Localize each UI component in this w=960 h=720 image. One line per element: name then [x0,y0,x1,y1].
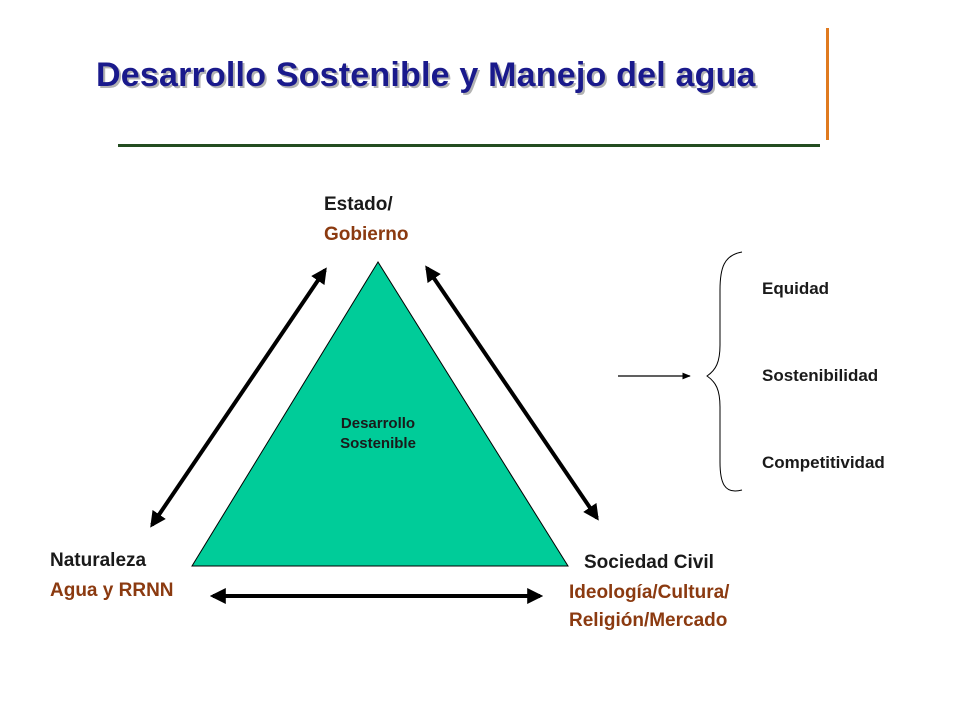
node-sociedad-label: Sociedad Civil [584,552,714,573]
arrow-estado-naturaleza [150,267,327,528]
node-religion-label: Religión/Mercado [569,610,728,631]
node-ideologia-label: Ideología/Cultura/ [569,582,730,603]
principle-equidad: Equidad [762,279,830,298]
center-line-1: Desarrollo [340,415,416,432]
principle-competitividad: Competitividad [762,453,885,472]
node-estado-label: Estado/ [324,194,393,215]
principle-sostenibilidad: Sostenibilidad [762,366,879,385]
node-agua-label: Agua y RRNN [50,580,174,601]
title-underline [118,144,820,147]
arrow-estado-sociedad [425,265,599,521]
triangle-center-label: Desarrollo Sostenible [318,414,438,454]
node-gobierno-label: Gobierno [324,224,409,245]
accent-vertical-line [826,28,829,140]
center-line-2: Sostenible [340,435,416,452]
node-naturaleza-label: Naturaleza [50,550,147,571]
page-title: Desarrollo Sostenible y Manejo del agua [96,56,756,94]
curly-brace [706,251,743,492]
